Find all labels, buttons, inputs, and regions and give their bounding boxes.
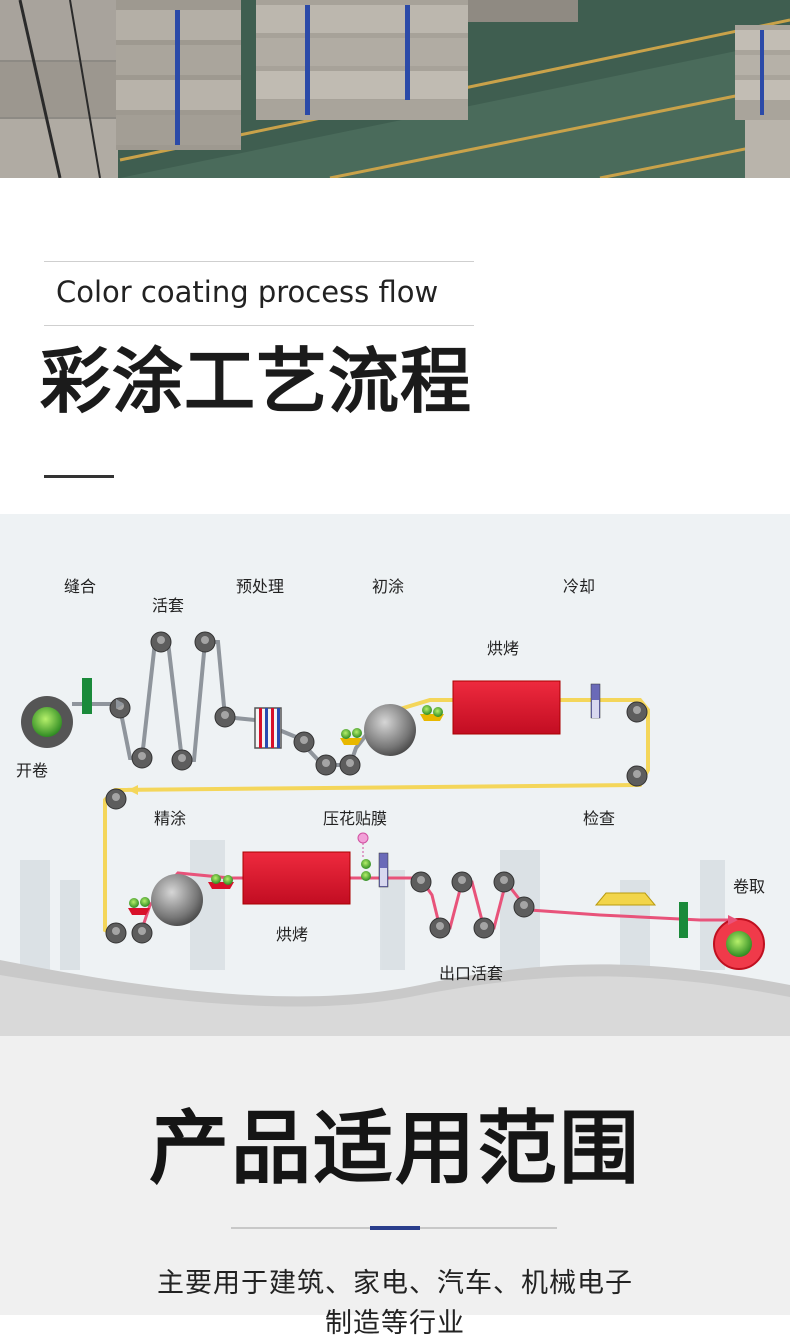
section-subtitle-english: Color coating process flow: [56, 275, 439, 309]
process-flow-diagram: 缝合 活套 预处理 初涂 冷却 烘烤 开卷 精涂 压花贴膜 检查 卷取 烘烤 出…: [0, 514, 790, 1036]
application-description-line-1: 主要用于建筑、家电、汽车、机械电子: [157, 1268, 633, 1299]
label-uncoiling: 开卷: [16, 761, 48, 780]
warehouse-photo: [0, 0, 790, 178]
seam-welder-marker: [82, 678, 92, 714]
label-baking-1: 烘烤: [487, 639, 519, 658]
label-baking-2: 烘烤: [276, 925, 308, 944]
label-finish-coating: 精涂: [154, 809, 186, 828]
label-inspection: 检查: [583, 809, 615, 828]
oven-1: [452, 680, 561, 735]
application-section: [0, 1036, 790, 1315]
process-flow-svg: 缝合 活套 预处理 初涂 冷却 烘烤 开卷 精涂 压花贴膜 检查 卷取 烘烤 出…: [0, 514, 790, 1036]
inspection-table: [594, 892, 657, 906]
header-divider-top: [44, 261, 474, 262]
application-title: 产品适用范围: [149, 1102, 641, 1195]
label-recoiling: 卷取: [733, 877, 765, 896]
application-divider-accent: [370, 1226, 420, 1230]
finish-coater-roll: [151, 874, 203, 926]
label-primer-coating: 初涂: [372, 577, 404, 596]
oven-2: [242, 851, 351, 905]
section-title: 彩涂工艺流程: [40, 340, 473, 423]
primer-coater-roll: [364, 704, 416, 756]
application-description-line-2: 制造等行业: [325, 1308, 465, 1339]
label-embossing-laminating: 压花贴膜: [323, 809, 387, 828]
label-seaming: 缝合: [64, 577, 96, 596]
label-exit-looper: 出口活套: [439, 964, 503, 983]
label-pretreatment: 预处理: [236, 577, 284, 596]
pretreatment-unit: [254, 707, 282, 749]
label-cooling: 冷却: [563, 577, 595, 596]
label-entry-looper: 活套: [152, 596, 184, 615]
header-divider-bottom: [44, 325, 474, 326]
title-accent-rule: [44, 475, 114, 478]
shear-marker: [679, 902, 688, 938]
